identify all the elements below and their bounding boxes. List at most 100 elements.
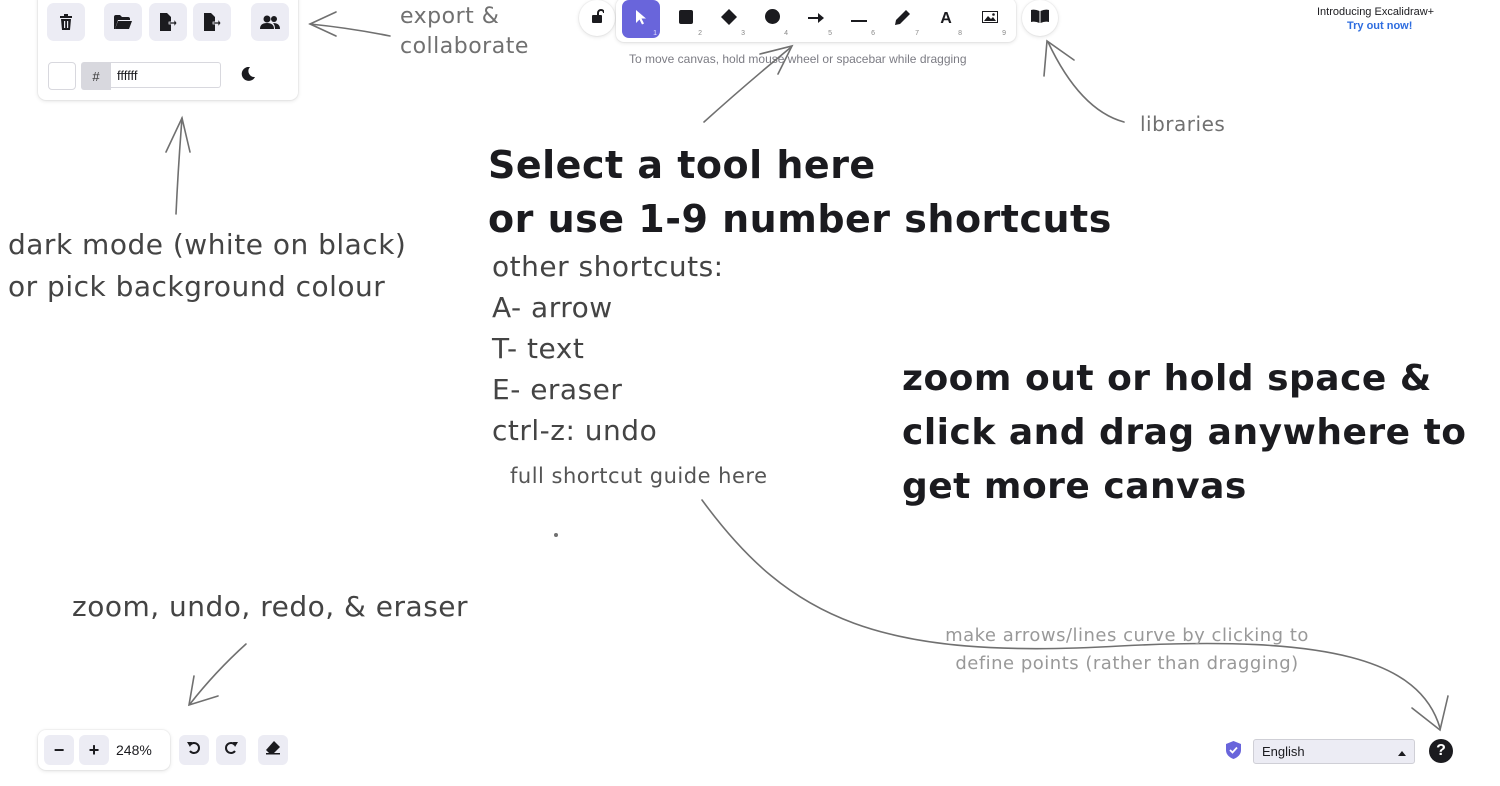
- annotation-line: E- eraser: [492, 373, 623, 406]
- tool-selection[interactable]: 1: [622, 0, 660, 38]
- tool-freedraw[interactable]: 7: [884, 0, 922, 38]
- promo-link[interactable]: Try out now!: [1347, 20, 1413, 32]
- zoom-in-button[interactable]: +: [79, 735, 109, 765]
- annotation-line: get more canvas: [902, 466, 1247, 507]
- annotation-line: define points (rather than dragging): [955, 653, 1299, 674]
- annotation-curve: make arrows/lines curve by clicking to d…: [912, 622, 1342, 678]
- square-icon: [679, 9, 693, 29]
- annotation-export: export & collaborate: [400, 2, 529, 62]
- tool-number: 9: [1002, 30, 1006, 37]
- annotation-line: other shortcuts:: [492, 250, 724, 283]
- eraser-button[interactable]: [258, 735, 288, 765]
- plus-icon: +: [88, 739, 100, 760]
- pointer-icon: [635, 9, 647, 30]
- line-icon: [851, 10, 867, 28]
- users-icon: [260, 15, 280, 29]
- annotation-line: T- text: [492, 332, 585, 365]
- book-icon: [1031, 9, 1049, 28]
- shield-check-icon: [1226, 741, 1241, 763]
- background-color-input[interactable]: ffffff: [111, 62, 221, 88]
- tool-lock-button[interactable]: [579, 0, 615, 36]
- promo-title: Introducing Excalidraw+: [1317, 6, 1435, 18]
- annotation-line: A- arrow: [492, 291, 613, 324]
- folder-open-icon: [114, 15, 132, 29]
- shield-badge[interactable]: [1226, 741, 1241, 764]
- annotation-line: or pick background colour: [8, 270, 386, 303]
- save-file-button[interactable]: [149, 3, 187, 41]
- zoom-out-button[interactable]: −: [44, 735, 74, 765]
- pencil-icon: [895, 9, 911, 30]
- tool-number: 1: [653, 30, 657, 37]
- library-button[interactable]: [1022, 0, 1058, 36]
- canvas-move-hint: To move canvas, hold mouse wheel or spac…: [629, 52, 967, 66]
- language-select-value: English: [1262, 744, 1305, 759]
- help-button[interactable]: ?: [1429, 739, 1453, 763]
- shapes-toolbar: 1 2 3 4 5 6 7 A 8 9: [616, 0, 1016, 42]
- undo-icon: [187, 741, 201, 760]
- tool-number: 4: [784, 30, 788, 37]
- export-file-icon: [159, 13, 177, 31]
- circle-icon: [764, 9, 780, 29]
- export-image-icon: [203, 13, 221, 31]
- canvas-menu-panel: # ffffff: [38, 0, 298, 100]
- annotation-line: Select a tool here: [488, 143, 876, 187]
- annotation-select-tool: Select a tool here or use 1-9 number sho…: [488, 138, 1112, 246]
- trash-icon: [59, 14, 73, 30]
- export-image-button[interactable]: [193, 3, 231, 41]
- arrow-dark-mode: [175, 117, 183, 215]
- collaborate-button[interactable]: [251, 3, 289, 41]
- annotation-shortcut-guide: full shortcut guide here: [510, 464, 768, 488]
- annotation-zoom-out: zoom out or hold space & click and drag …: [902, 352, 1467, 514]
- tool-number: 3: [741, 30, 745, 37]
- eraser-icon: [265, 740, 281, 760]
- tool-line[interactable]: 6: [840, 0, 878, 38]
- annotation-line: click and drag anywhere to: [902, 412, 1467, 453]
- tool-number: 7: [915, 30, 919, 37]
- tool-number: 6: [871, 30, 875, 37]
- image-icon: [982, 10, 998, 28]
- arrow-zoom: [189, 643, 247, 705]
- annotation-line: make arrows/lines curve by clicking to: [945, 625, 1309, 646]
- open-file-button[interactable]: [104, 3, 142, 41]
- language-select[interactable]: English: [1253, 739, 1415, 764]
- unlock-icon: [590, 8, 605, 28]
- text-icon: A: [940, 10, 952, 27]
- redo-icon: [224, 741, 238, 760]
- annotation-line: zoom out or hold space &: [902, 358, 1432, 399]
- help-icon: ?: [1436, 742, 1446, 759]
- zoom-reset-button[interactable]: 248%: [116, 742, 152, 758]
- clear-canvas-button[interactable]: [47, 3, 85, 41]
- tool-arrow[interactable]: 5: [797, 0, 835, 38]
- arrow-export: [309, 23, 391, 37]
- tool-number: 8: [958, 30, 962, 37]
- annotation-line: export &: [400, 4, 500, 29]
- background-color-swatch[interactable]: [48, 62, 76, 90]
- tool-rectangle[interactable]: 2: [667, 0, 705, 38]
- arrow-shortcut-guide: [701, 499, 1441, 729]
- diamond-icon: [721, 8, 737, 30]
- hex-prefix: #: [81, 62, 111, 90]
- tool-number: 2: [698, 30, 702, 37]
- caret-up-icon: [1398, 744, 1406, 759]
- tool-ellipse[interactable]: 4: [753, 0, 791, 38]
- redo-button[interactable]: [216, 735, 246, 765]
- annotation-line: ctrl-z: undo: [492, 414, 658, 447]
- tool-number: 5: [828, 30, 832, 37]
- annotation-libraries: libraries: [1140, 112, 1226, 136]
- undo-button[interactable]: [179, 735, 209, 765]
- tool-text[interactable]: A 8: [927, 0, 965, 38]
- moon-icon: [241, 66, 255, 86]
- annotation-other-shortcuts: other shortcuts: A- arrow T- text E- era…: [492, 246, 724, 451]
- tool-diamond[interactable]: 3: [710, 0, 748, 38]
- annotation-line: dark mode (white on black): [8, 228, 407, 261]
- arrow-right-icon: [808, 10, 824, 28]
- annotation-line: collaborate: [400, 34, 529, 59]
- annotation-line: or use 1-9 number shortcuts: [488, 197, 1112, 241]
- dark-mode-toggle[interactable]: [236, 64, 260, 88]
- arrow-libraries: [1047, 41, 1125, 123]
- zoom-controls: − + 248%: [38, 730, 170, 770]
- tool-image[interactable]: 9: [971, 0, 1009, 38]
- annotation-dark-mode: dark mode (white on black) or pick backg…: [8, 224, 406, 308]
- annotation-zoom-undo: zoom, undo, redo, & eraser: [72, 590, 469, 623]
- minus-icon: −: [53, 739, 65, 760]
